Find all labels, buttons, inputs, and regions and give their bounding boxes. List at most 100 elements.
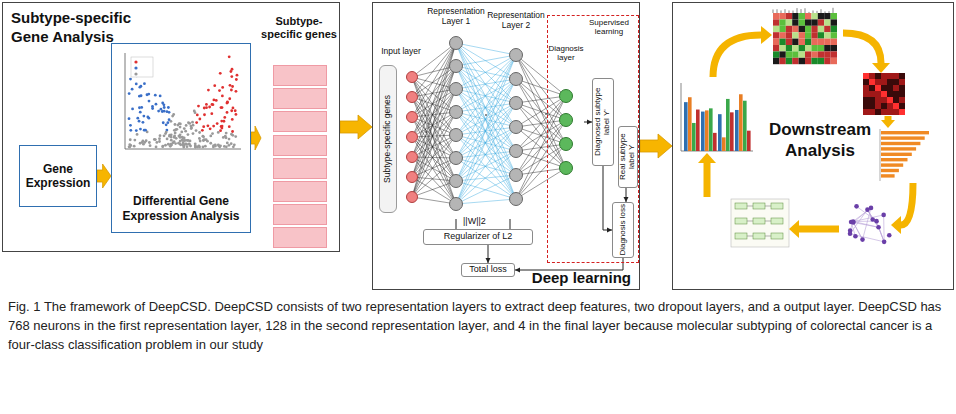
- network-weight: [456, 55, 516, 135]
- heatmap-cell: [811, 19, 817, 25]
- heatmap-cell: [875, 91, 881, 97]
- data-point: [234, 135, 237, 138]
- heatmap-cell: [786, 45, 792, 51]
- heatmap-cell: [786, 26, 792, 32]
- node-text: Gene Expression: [22, 162, 94, 191]
- node-text: Differential Gene Expression Analysis: [116, 194, 246, 224]
- heatmap-cell: [869, 85, 875, 91]
- data-point: [166, 121, 169, 124]
- neuron: [509, 96, 523, 110]
- data-point: [231, 130, 234, 133]
- pathway-box: [771, 233, 783, 239]
- heatmap-cell: [805, 13, 811, 19]
- heatmap-cell: [811, 45, 817, 51]
- data-point: [230, 89, 233, 92]
- neuron: [559, 137, 573, 151]
- bar: [713, 133, 717, 151]
- heatmap-cell: [863, 85, 869, 91]
- heatmap-cell: [792, 58, 798, 64]
- heatmap-cell: [875, 109, 881, 115]
- heatmap-cell: [805, 19, 811, 25]
- network-dot: [851, 220, 856, 225]
- data-point: [218, 145, 221, 148]
- heatmap-cell: [831, 45, 837, 51]
- data-point: [205, 103, 208, 106]
- data-point: [180, 131, 183, 134]
- data-point: [203, 107, 206, 110]
- bar: [739, 94, 743, 151]
- heatmap-cell: [824, 39, 830, 45]
- data-point: [221, 86, 224, 89]
- dendrogram-stroke: [817, 11, 818, 13]
- heatmap-cell: [773, 45, 779, 51]
- dendrogram-stroke: [773, 9, 774, 13]
- data-point: [160, 108, 163, 111]
- data-point: [230, 142, 233, 145]
- network-dot: [881, 213, 886, 218]
- pathway-link: [765, 221, 771, 222]
- network-link: [850, 234, 884, 242]
- heatmap-cell: [779, 19, 785, 25]
- data-point: [219, 72, 222, 75]
- dendrogram-stroke: [829, 11, 830, 13]
- data-point: [202, 139, 205, 142]
- heatmap-cell: [887, 97, 893, 103]
- heatmap-cell: [792, 32, 798, 38]
- neuron: [406, 191, 418, 203]
- gene-cell: [273, 204, 327, 225]
- heatmap-cell: [863, 73, 869, 79]
- bar: [743, 101, 747, 151]
- data-point: [192, 124, 195, 127]
- data-point: [211, 132, 214, 135]
- heatmap-cell: [779, 26, 785, 32]
- cycle-arrowhead: [789, 220, 799, 238]
- node-text: Diagnosis layer: [546, 44, 586, 62]
- neuron: [509, 144, 523, 158]
- neuron: [449, 197, 463, 211]
- network-weight: [516, 79, 566, 168]
- data-point: [190, 127, 193, 130]
- data-point: [164, 144, 167, 147]
- heatmap-cell: [818, 13, 824, 19]
- heatmap-cell: [869, 103, 875, 109]
- data-point: [196, 146, 199, 149]
- data-point: [231, 118, 234, 121]
- bar: [881, 169, 899, 172]
- heatmap-cell: [863, 79, 869, 85]
- pathway-box: [735, 233, 747, 239]
- hidden-layer: Representation Layer 2: [487, 11, 545, 219]
- heatmap-cell: [869, 97, 875, 103]
- bar: [705, 110, 709, 151]
- network-weight: [456, 135, 516, 151]
- heatmap-cell: [887, 73, 893, 79]
- data-point: [202, 135, 205, 138]
- heatmap-cell: [824, 58, 830, 64]
- neuron: [406, 171, 418, 183]
- volcano-plot: [117, 49, 245, 159]
- heatmap-cell: [863, 91, 869, 97]
- data-point: [142, 115, 145, 118]
- network-weight: [456, 55, 516, 112]
- axis: [125, 149, 241, 150]
- network-weight: [456, 151, 516, 181]
- heatmap-cell: [899, 73, 905, 79]
- data-point: [192, 132, 195, 135]
- data-point: [133, 145, 136, 148]
- data-point: [195, 121, 198, 124]
- heatmap-cell: [899, 91, 905, 97]
- data-point: [208, 106, 211, 109]
- heatmap-cell: [899, 97, 905, 103]
- heatmap-cell: [799, 51, 805, 57]
- network-weight: [456, 79, 516, 204]
- neuron: [509, 120, 523, 134]
- bar: [747, 131, 751, 151]
- heatmap-cell: [799, 19, 805, 25]
- data-point: [212, 144, 215, 147]
- heatmap-cell: [899, 85, 905, 91]
- connector: [485, 115, 487, 116]
- data-point: [129, 144, 132, 147]
- data-point: [158, 140, 161, 143]
- heatmap-cell: [773, 19, 779, 25]
- network-weight: [456, 55, 516, 66]
- data-point: [155, 103, 158, 106]
